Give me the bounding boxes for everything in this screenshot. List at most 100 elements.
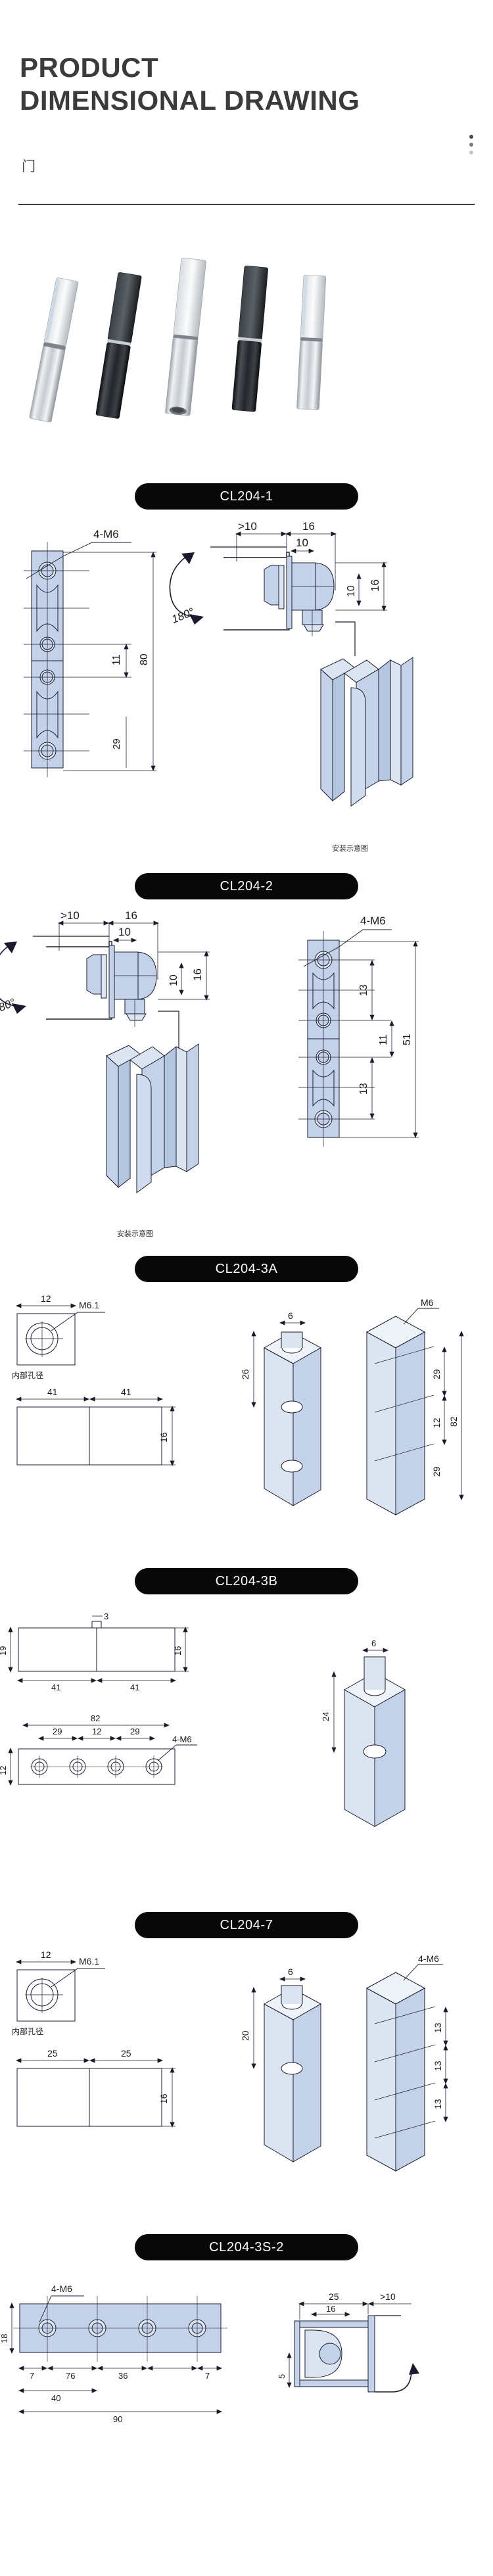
hinge-5	[296, 274, 327, 410]
dim-10-right: 10	[346, 585, 357, 597]
cl204-3a-plate-view: 41 41 16	[15, 1387, 176, 1467]
dim-82-3b: 82	[91, 1713, 100, 1723]
section-badge-cl204-7: CL204-7	[135, 1912, 358, 1938]
drawing-cl204-1: 4-M6 11 80	[0, 519, 493, 828]
dim-12-7: 12	[41, 1949, 51, 1960]
dim-6-3a: 6	[288, 1310, 293, 1321]
drawing-cl204-7: 12 M6.1 内部孔径	[0, 1946, 493, 2222]
dim-13-c-7: 13	[433, 2099, 443, 2109]
caption-install-1: 安装示意图	[332, 844, 368, 853]
dim-29: 29	[111, 738, 122, 750]
dim-18-3s2: 18	[0, 2334, 9, 2343]
cl204-3b-bar-view: 3 19 16	[0, 1611, 189, 1692]
section-badge-cl204-3b: CL204-3B	[135, 1568, 358, 1594]
dim-10-top-2: 10	[118, 926, 131, 938]
dim-16-top-2: 16	[125, 909, 137, 922]
cl204-1-front-view: 4-M6 11 80	[24, 528, 156, 777]
hinge-4	[231, 265, 268, 412]
product-photo-illustration	[29, 257, 327, 423]
dim-29-a-3b: 29	[53, 1727, 62, 1736]
section-badge-cl204-3s-2: CL204-3S-2	[135, 2234, 358, 2260]
dim-80: 80	[139, 654, 150, 665]
dim-82-3a: 82	[448, 1416, 459, 1427]
dim-6-3b: 6	[371, 1638, 376, 1648]
dim-29-b-3b: 29	[130, 1727, 139, 1736]
kebab-dot-3	[469, 151, 473, 155]
hinge-1	[29, 277, 79, 423]
kebab-menu-icon[interactable]	[469, 135, 475, 158]
cl204-7-bore-detail: 12 M6.1	[15, 1949, 105, 2022]
dim-25-3s2: 25	[329, 2291, 339, 2302]
dim-7-b-3s2: 7	[205, 2371, 210, 2381]
dim-41-a: 41	[47, 1387, 58, 1397]
dim-25-a-7: 25	[47, 2048, 58, 2059]
cl204-3b-3d-block: 6 24	[321, 1638, 406, 1827]
rotation-180-arrow-2	[0, 942, 26, 1014]
cl204-3a-bore-detail: 12 M6.1	[15, 1293, 105, 1366]
dim-16-3s2: 16	[326, 2304, 335, 2314]
dim-180deg: 180°	[170, 606, 196, 626]
product-photo	[0, 217, 493, 480]
section-badge-cl204-3a: CL204-3A	[135, 1256, 358, 1282]
cl204-3s-2-section-view: 25 >10 16 5	[277, 2291, 419, 2393]
dim-11-2: 11	[378, 1034, 389, 1045]
dim-6-7: 6	[288, 1967, 293, 1977]
dim-16-7: 16	[158, 2093, 169, 2104]
dim-36-3s2: 36	[118, 2371, 128, 2381]
rotation-180-arrow	[169, 552, 204, 625]
cl204-1-3d-view	[320, 657, 413, 807]
section-badge-cl204-1: CL204-1	[135, 483, 358, 510]
dim-19-3b: 19	[0, 1646, 8, 1656]
dim-29-b-3a: 29	[431, 1466, 442, 1477]
dim-11: 11	[111, 654, 122, 665]
dim-4-m6-7: 4-M6	[418, 1953, 439, 1964]
cl204-3s-2-front-view: 4-M6 18	[0, 2283, 227, 2424]
dim-51: 51	[402, 1034, 413, 1045]
caption-bore-7: 内部孔径	[12, 2026, 43, 2036]
cl204-2-3d-view	[106, 1043, 199, 1193]
dim-29-a-3a: 29	[431, 1369, 442, 1379]
cl204-2-section-view: 180° >10 16	[0, 909, 210, 1048]
cl204-3a-column: M6 29 12 29 82	[365, 1297, 464, 1515]
dim-40-3s2: 40	[51, 2393, 60, 2403]
dim-16-top: 16	[302, 520, 315, 533]
dim-10-right-2: 10	[168, 974, 179, 986]
dim-16-3b: 16	[173, 1646, 183, 1656]
dim-gt10-2: >10	[60, 909, 80, 922]
dim-m6-3a: M6	[421, 1297, 434, 1308]
dim-13-a-7: 13	[433, 2022, 443, 2033]
dim-gt10-3s2: >10	[380, 2291, 396, 2302]
dim-90-3s2: 90	[113, 2414, 122, 2424]
dim-13-a: 13	[358, 984, 369, 996]
drawing-cl204-3a: 12 M6.1 内部孔径	[0, 1290, 493, 1566]
dim-76-3s2: 76	[66, 2371, 75, 2381]
dim-25-b-7: 25	[121, 2048, 131, 2059]
hinge-2	[95, 272, 142, 419]
kebab-dot-2	[469, 143, 473, 147]
cl204-7-3d-block: 6 20	[240, 1967, 322, 2162]
caption-install-2: 安装示意图	[117, 1229, 153, 1238]
kebab-dot-1	[469, 135, 473, 139]
dim-12-3a: 12	[41, 1293, 51, 1304]
dim-16-3a: 16	[158, 1432, 169, 1443]
dim-13-b: 13	[358, 1083, 369, 1095]
dim-16-right: 16	[369, 579, 381, 592]
page-header: PRODUCT DIMENSIONAL DRAWING 门	[0, 0, 493, 204]
dim-41-b: 41	[121, 1387, 131, 1397]
cl204-2-front-view: 4-M6 13 13	[298, 915, 419, 1147]
dim-12-left-3b: 12	[0, 1766, 8, 1775]
section-badge-cl204-2: CL204-2	[135, 873, 358, 899]
hinge-3	[165, 257, 206, 416]
page-title: PRODUCT DIMENSIONAL DRAWING	[20, 52, 360, 116]
caption-bore-3a: 内部孔径	[12, 1370, 43, 1380]
drawing-cl204-3s-2: 4-M6 18	[0, 2270, 493, 2559]
category-label: 门	[22, 158, 35, 174]
dim-26-3a: 26	[240, 1369, 250, 1379]
cl204-3b-hole-strip: 82	[0, 1713, 197, 1786]
dim-5-3s2: 5	[277, 2374, 287, 2379]
dim-12-b-3a: 12	[431, 1418, 442, 1428]
dim-4-m6-3b: 4-M6	[172, 1734, 192, 1744]
dim-4-m6-3s2: 4-M6	[51, 2283, 72, 2294]
dim-13-b-7: 13	[433, 2061, 443, 2071]
